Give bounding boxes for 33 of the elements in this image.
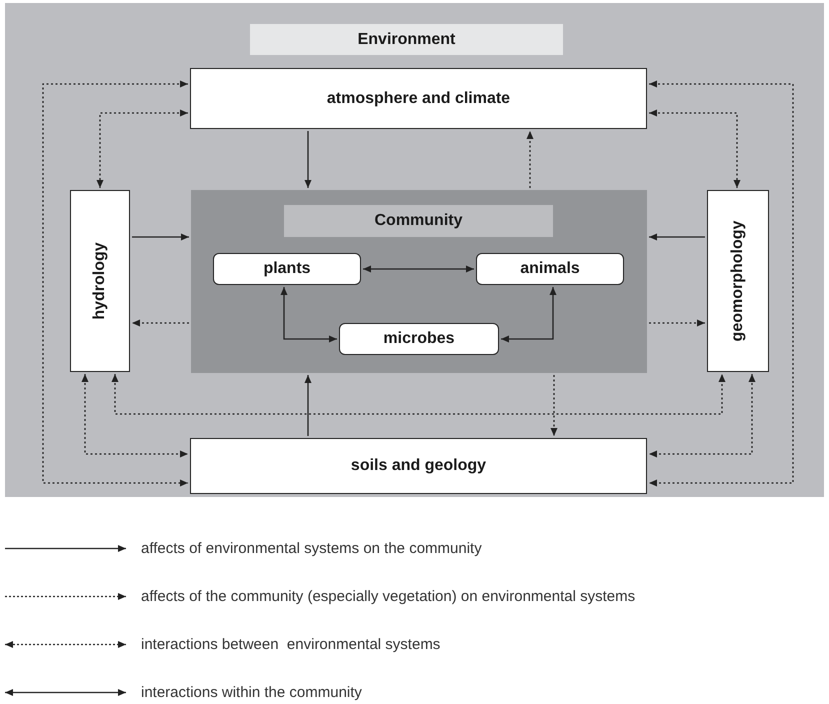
arrow [649, 374, 756, 458]
arrow [304, 375, 312, 436]
arrow [649, 110, 740, 188]
arrow [82, 374, 188, 458]
arrow [363, 266, 474, 272]
legend-text: affects of environmental systems on the community [141, 540, 482, 556]
system-box: hydrology [70, 190, 130, 372]
arrow [550, 375, 558, 436]
system-box: atmosphere and climate [190, 68, 647, 129]
arrow [526, 131, 534, 188]
arrow [501, 287, 556, 342]
arrow [304, 131, 312, 188]
panel-heading: Community [284, 205, 553, 237]
arrow [280, 287, 337, 342]
panel-heading: Environment [250, 24, 563, 55]
arrow [42, 80, 188, 486]
arrow [132, 234, 189, 240]
organism-box: animals [476, 253, 624, 285]
system-box: soils and geology [190, 438, 647, 494]
organism-box: plants [213, 253, 361, 285]
legend-text: interactions between environmental systems [141, 636, 440, 652]
arrow [132, 320, 189, 326]
system-box: geomorphology [707, 190, 769, 372]
arrow [649, 320, 705, 326]
environment-panel [5, 3, 824, 497]
organism-box: microbes [339, 323, 499, 355]
legend-text: affects of the community (especially vegetation) on environmental systems [141, 588, 636, 604]
arrow [649, 80, 794, 486]
legend-text: interactions within the community [141, 684, 362, 700]
arrow [96, 110, 188, 188]
arrow [649, 234, 705, 240]
community-panel [191, 190, 647, 373]
arrow [112, 374, 726, 415]
